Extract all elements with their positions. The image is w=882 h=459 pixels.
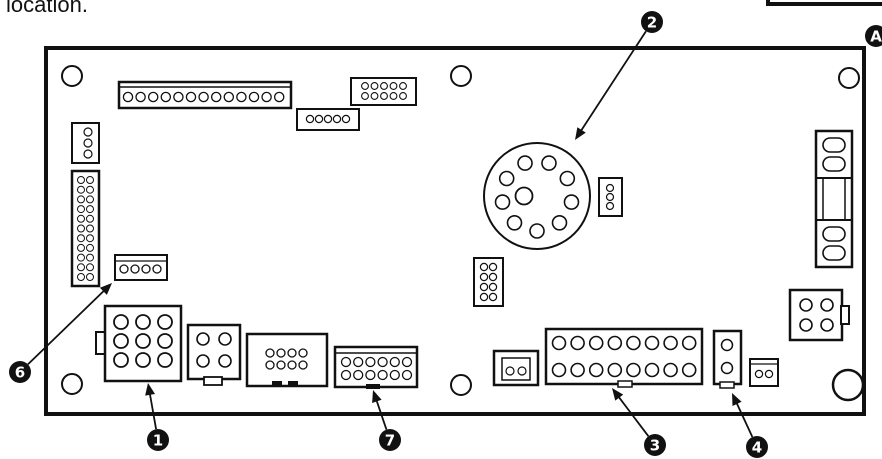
connector-2x2-left — [186, 323, 242, 386]
callout-7-arrowhead — [372, 390, 382, 403]
callout-4-leader — [734, 400, 754, 438]
callout-3-arrowhead — [612, 388, 624, 401]
connector-7 — [333, 345, 419, 389]
fuse-holder-right — [814, 129, 854, 269]
callout-1: 1 — [145, 383, 169, 451]
callout-1-leader — [148, 391, 157, 430]
connector-top-long — [117, 80, 293, 110]
callout-2-leader — [579, 30, 647, 133]
callout-6-badge — [9, 361, 31, 383]
callout-3-badge — [644, 434, 666, 456]
connector-6 — [114, 254, 168, 281]
connector-2-circular — [483, 142, 591, 250]
callout-1-arrowhead — [145, 383, 155, 396]
callout-2: 2 — [575, 11, 663, 140]
connector-2x4-middle — [245, 332, 329, 388]
callout-6-label: 6 — [15, 364, 25, 382]
connector-center-vertical — [473, 257, 504, 307]
callout-3-label: 3 — [650, 437, 660, 455]
connector-1 — [95, 304, 183, 383]
connector-top-small — [296, 108, 360, 131]
connector-top-2x5 — [350, 77, 417, 106]
callout-1-badge — [147, 429, 169, 451]
callout-3-leader — [616, 394, 650, 437]
callout-7: 7 — [372, 390, 401, 451]
callout-4-badge — [746, 436, 768, 458]
callout-3: 3 — [612, 388, 666, 456]
callout-2-badge — [641, 11, 663, 33]
connector-3 — [544, 327, 704, 388]
callout-6: 6 — [9, 283, 112, 383]
callout-4-label: 4 — [752, 439, 762, 457]
connector-4 — [712, 329, 743, 389]
callout-a-label: A — [870, 28, 882, 46]
connector-left-small — [71, 122, 100, 164]
neighbor-figure-edge — [766, 0, 882, 6]
connector-bottom-right-small — [749, 358, 779, 387]
callout-4-arrowhead — [732, 393, 742, 406]
caption-text: location. — [6, 0, 88, 17]
connector-left-long — [70, 169, 101, 288]
callout-2-arrowhead — [575, 127, 586, 140]
callout-7-label: 7 — [385, 432, 395, 450]
callout-6-leader — [27, 288, 107, 365]
callout-4: 4 — [732, 393, 768, 458]
connector-near-circle — [598, 177, 623, 217]
mounting-holes — [61, 65, 865, 402]
callout-a: A — [865, 25, 882, 47]
callout-2-label: 2 — [647, 14, 657, 32]
callout-group: 1 2 3 4 6 7 A — [9, 11, 882, 458]
callout-7-leader — [375, 398, 388, 430]
callout-6-arrowhead — [99, 283, 112, 295]
callout-7-badge — [379, 429, 401, 451]
callout-a-badge — [865, 25, 882, 47]
callout-1-label: 1 — [153, 432, 163, 450]
connector-bottom-2pin — [492, 349, 540, 387]
connector-right-2x2 — [788, 288, 850, 342]
